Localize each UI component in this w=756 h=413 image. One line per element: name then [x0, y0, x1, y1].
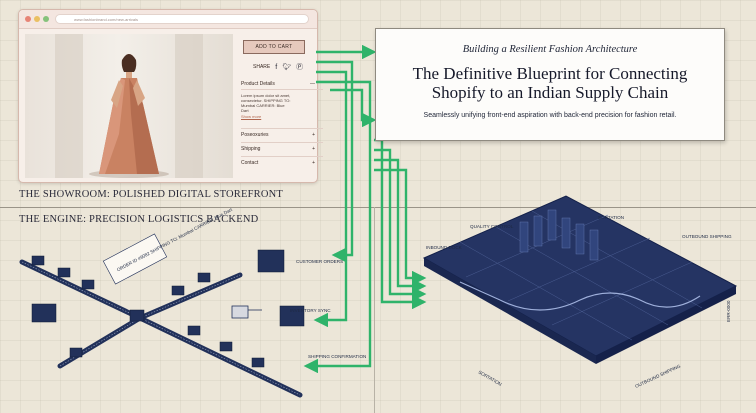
title-line-2: Shopify to an Indian Supply Chain [431, 83, 669, 102]
accordion-item-contact[interactable]: Contact + [241, 156, 323, 166]
package-box [219, 341, 233, 352]
package-box [257, 249, 285, 273]
package-box [171, 285, 185, 296]
inbound-dock-label: INBOUND DOCK [426, 245, 463, 250]
dimension-bottom-left-label: SORTATION [478, 370, 503, 387]
storage-rack [561, 217, 571, 249]
window-close-dot [25, 16, 31, 22]
order-sign: ORDER ID #9082 SHIPPING TO: Mumbai CARRI… [102, 207, 234, 285]
dimension-bottom-right-label: OUTBOUND SHIPPING [634, 363, 681, 389]
share-row: SHARE f 🐦︎ Ⓟ [241, 62, 323, 72]
page-title: The Definitive Blueprint for Connecting … [376, 64, 724, 102]
share-label: SHARE [253, 64, 271, 70]
order-sign-text: ORDER ID #9082 SHIPPING TO: Mumbai CARRI… [116, 207, 234, 273]
title-kicker: Building a Resilient Fashion Architectur… [462, 44, 638, 55]
package-box [197, 272, 211, 283]
accordion-item-poseoxuries[interactable]: Poseoxuries + [241, 128, 323, 138]
product-details-text: Lorem ipsum dolor sit amet, consectetur.… [241, 93, 291, 113]
package-box [69, 347, 83, 358]
package-box-large [31, 303, 57, 323]
warehouse-floor-plan [422, 195, 738, 364]
storage-rack [575, 223, 585, 255]
flow-arrow-inventory [313, 70, 348, 328]
flow-arrow-warehouse-2 [374, 148, 427, 302]
storefront-browser-window: www.fashionbrand.com/new-arrivals ADD TO… [18, 9, 323, 183]
shipping-confirmation-label: SHIPPING CONFIRMATION [308, 354, 366, 359]
warehouse-conveyor-loop [459, 281, 501, 301]
package-box [187, 325, 201, 336]
section-divider-vertical [374, 207, 375, 413]
package-boxes [31, 249, 305, 368]
storage-rack [533, 215, 543, 247]
warehouse-conveyor-loop [499, 292, 701, 311]
quality-control-label: QUALITY CONTROL [470, 224, 514, 229]
window-minimize-dot [34, 16, 40, 22]
twitter-icon[interactable]: 🐦︎ [282, 64, 292, 71]
product-details-header[interactable]: Product Details — [241, 81, 323, 90]
hero-product-image [25, 34, 233, 178]
flow-arrow-warehouse-4 [374, 168, 427, 286]
outbound-shipping-label: OUTBOUND SHIPPING [682, 234, 732, 239]
section-divider-horizontal [0, 207, 756, 208]
accordion-item-shipping[interactable]: Shipping + [241, 142, 323, 152]
package-box [81, 279, 95, 290]
customer-orders-label: CUSTOMER ORDERS [296, 259, 343, 264]
storage-rack [519, 221, 529, 253]
engine-section-label: THE ENGINE: PRECISION LOGISTICS BACKEND [19, 214, 259, 225]
title-card: Building a Resilient Fashion Architectur… [375, 28, 725, 141]
package-box [57, 267, 71, 278]
background-column [55, 34, 83, 178]
scanner-station [231, 305, 262, 319]
dimension-right-label: ERR-0000 [726, 300, 731, 322]
model-figure-illustration [89, 54, 169, 178]
product-detail-panel: ADD TO CART SHARE f 🐦︎ Ⓟ Product Details… [241, 34, 323, 178]
background-column [175, 34, 203, 178]
add-to-cart-button[interactable]: ADD TO CART [243, 40, 305, 54]
storage-rack [589, 229, 599, 261]
pinterest-icon[interactable]: Ⓟ [296, 64, 304, 71]
facebook-icon[interactable]: f [275, 63, 278, 71]
collapse-icon: — [310, 81, 315, 87]
address-bar: www.fashionbrand.com/new-arrivals [55, 14, 309, 24]
data-flow-arrows [303, 44, 427, 374]
show-more-link[interactable]: Show more [241, 114, 262, 119]
product-details-title: Product Details [241, 81, 275, 87]
expand-plus-icon: + [312, 160, 315, 166]
showroom-section-label: THE SHOWROOM: POLISHED DIGITAL STOREFRON… [19, 189, 284, 200]
storage-rack [547, 209, 557, 241]
expand-plus-icon: + [312, 146, 315, 152]
title-subtitle: Seamlessly unifying front-end aspiration… [423, 112, 677, 119]
title-line-1: The Definitive Blueprint for Connecting [412, 64, 688, 83]
package-box [31, 255, 45, 266]
browser-title-bar: www.fashionbrand.com/new-arrivals [19, 10, 317, 29]
package-box [279, 305, 305, 327]
inventory-sync-label: INVENTORY SYNC [290, 308, 331, 313]
window-maximize-dot [43, 16, 49, 22]
accordion-label: Poseoxuries [241, 132, 269, 138]
flow-arrow-storefront-to-engine [316, 60, 354, 263]
expand-plus-icon: + [312, 132, 315, 138]
flow-arrow-return [330, 88, 377, 128]
conveyor-network [19, 259, 303, 398]
flow-arrow-warehouse-3 [374, 158, 427, 294]
accordion-label: Contact [241, 160, 259, 166]
package-box [251, 357, 265, 368]
package-box [129, 309, 145, 322]
sortation-label: SORTATION [598, 215, 624, 220]
accordion-label: Shipping [241, 146, 261, 152]
flow-arrow-sync-in [303, 80, 372, 374]
